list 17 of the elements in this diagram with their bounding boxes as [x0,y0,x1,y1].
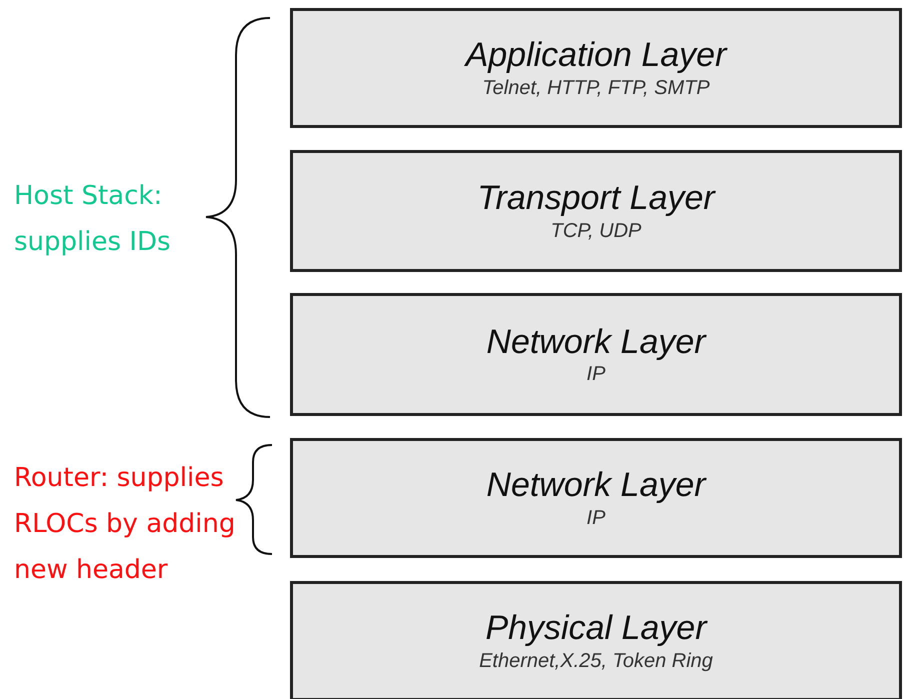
layer-title: Network Layer [486,466,706,506]
layer-box [290,8,902,128]
protocol-list: Telnet, HTTP, FTP, SMTP [482,76,710,100]
layer-box [290,438,902,558]
layer-title: Physical Layer [485,609,707,649]
layer-box [290,581,902,699]
protocol-list: TCP, UDP [550,218,642,243]
layer-box [290,293,902,416]
protocol-list: IP [586,362,606,386]
annotation-text: Router: supplies RLOCs by adding new header [14,462,236,587]
layer-title: Application Layer [466,36,726,76]
layer-title: Transport Layer [477,179,715,219]
annotation-text: Host Stack: supplies IDs [14,180,172,259]
protocol-list: IP [586,506,606,530]
protocol-list: Ethernet,X.25, Token Ring [479,648,713,673]
layer-title: Network Layer [486,322,706,362]
layer-box [290,150,902,272]
